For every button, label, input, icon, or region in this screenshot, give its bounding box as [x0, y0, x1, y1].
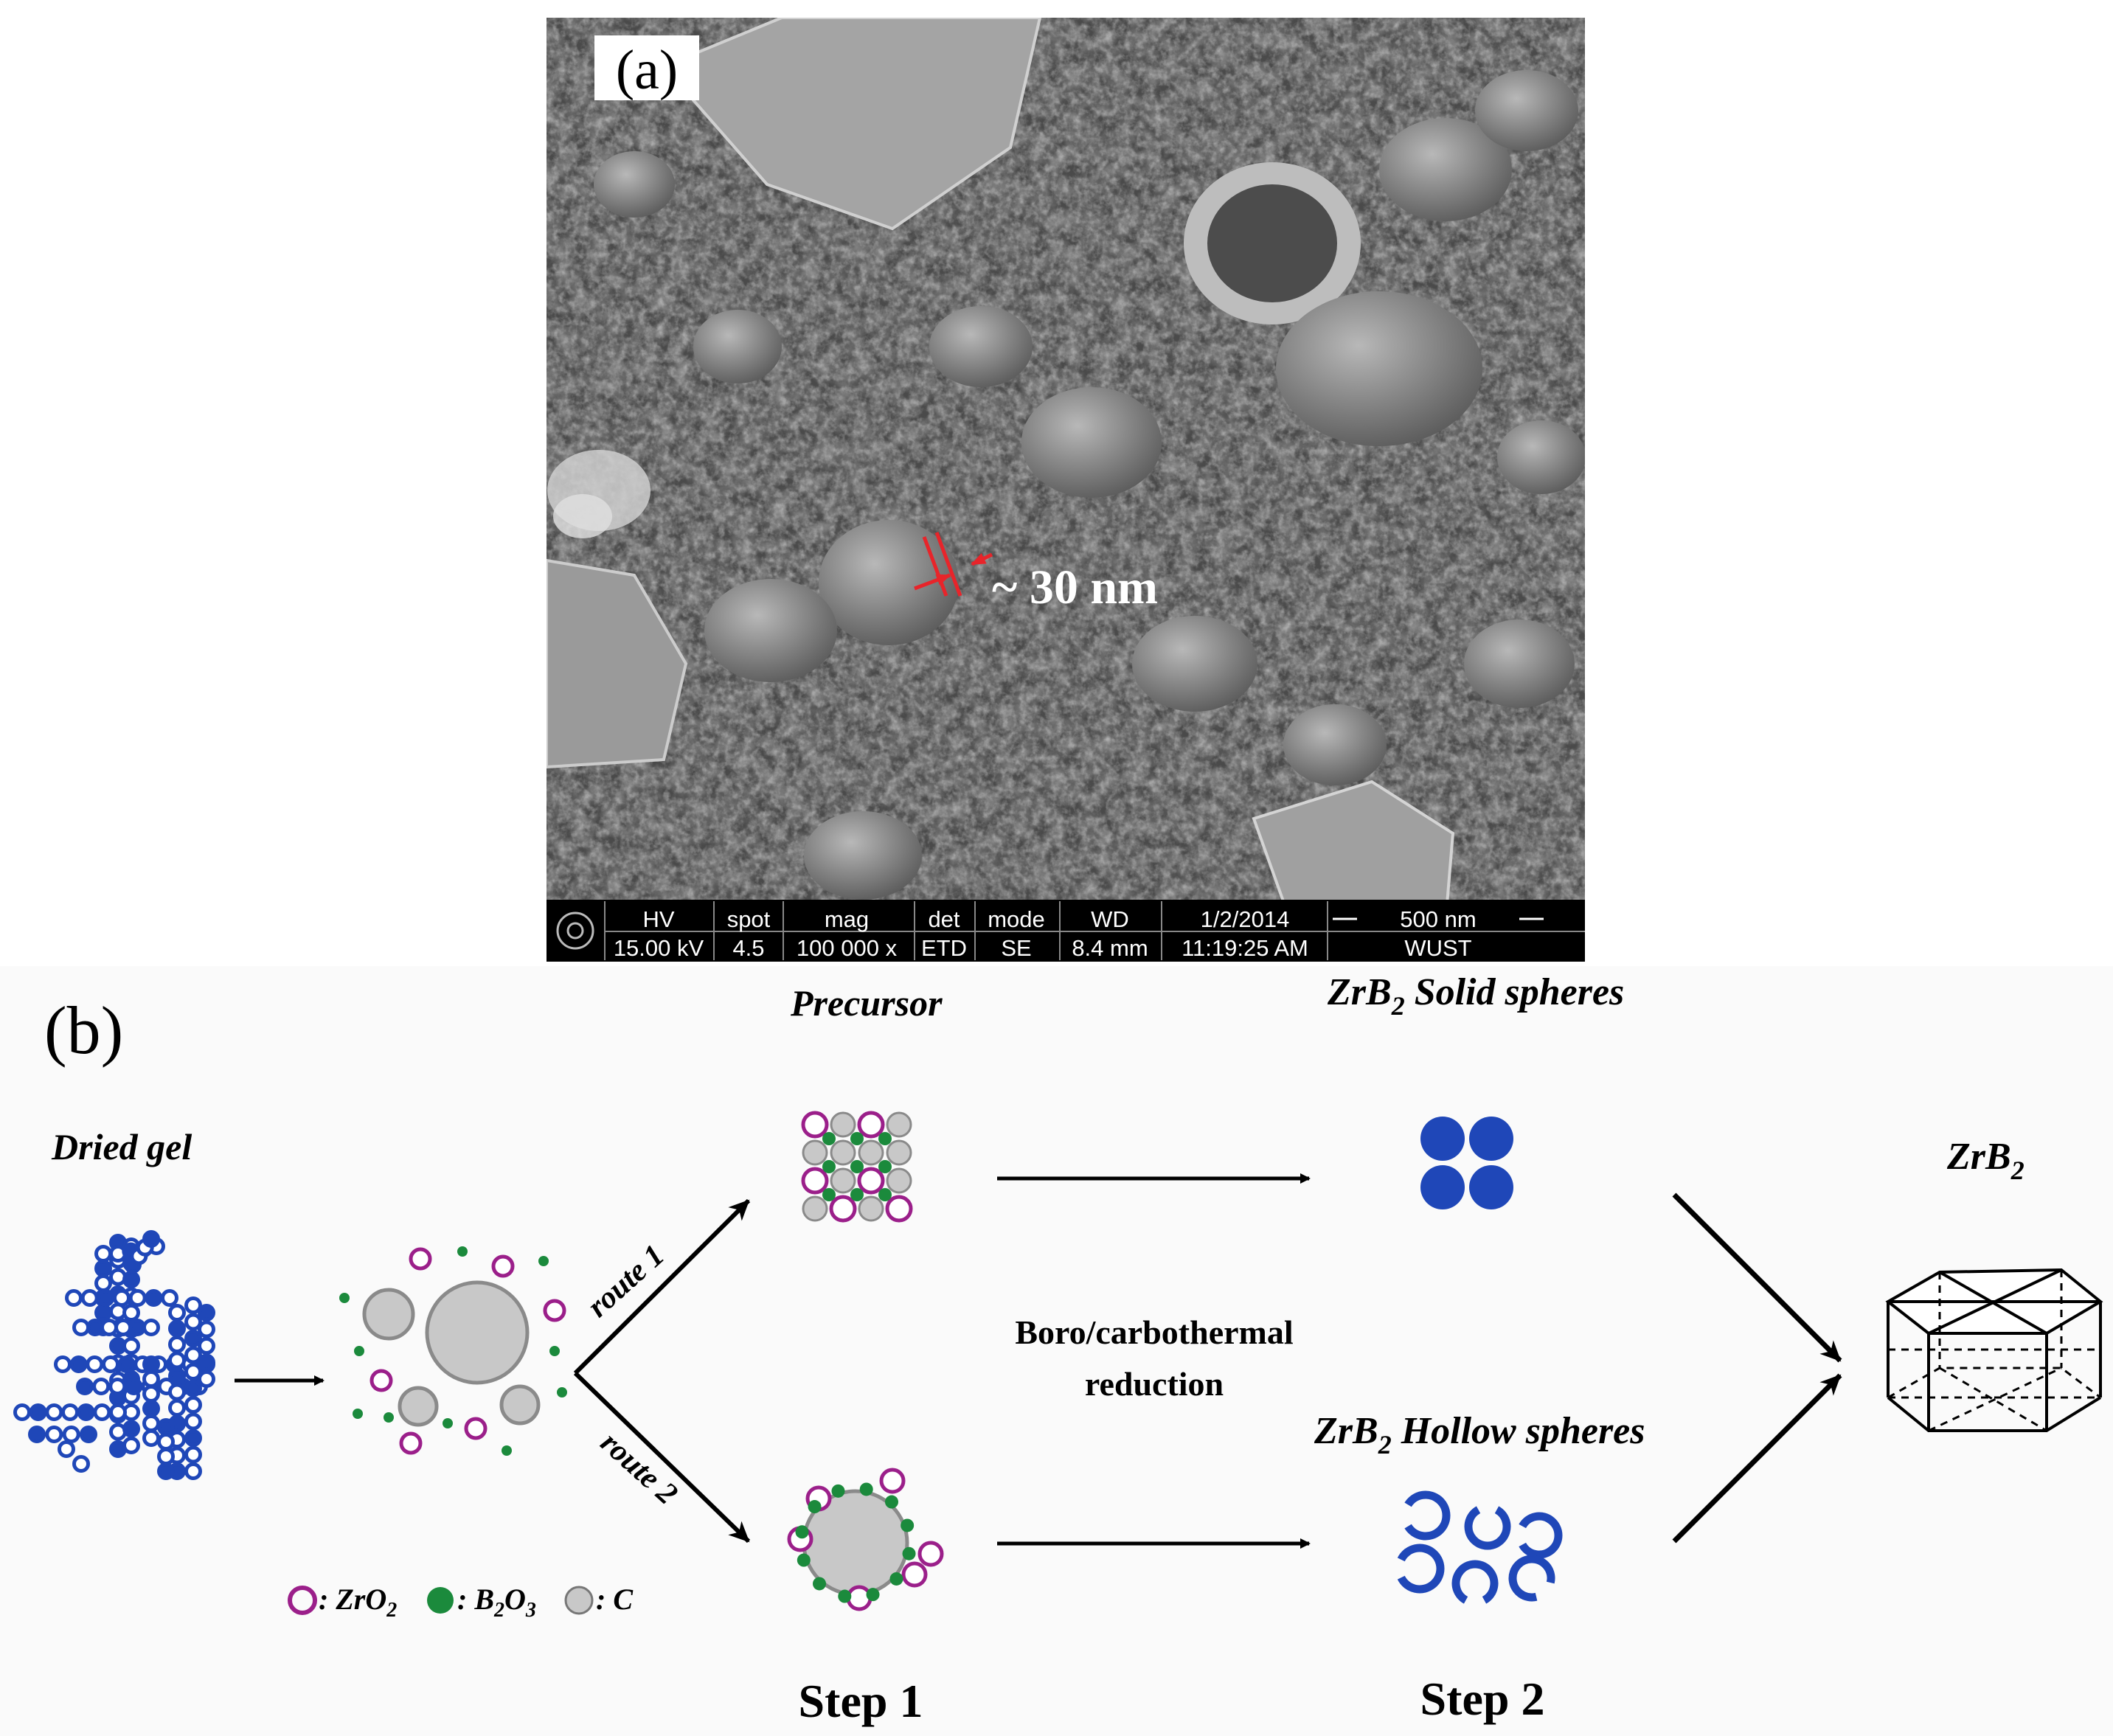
info-header: HV	[642, 906, 674, 932]
info-value: 4.5	[732, 935, 764, 961]
reaction-label-1: Boro/carbothermal	[1015, 1313, 1293, 1351]
info-value: 11:19:25 AM	[1182, 935, 1308, 961]
route2-arrow	[573, 1371, 751, 1544]
info-value: 15.00 kV	[614, 935, 704, 961]
legend-b2o3-icon	[427, 1587, 454, 1614]
svg-text:: C: : C	[596, 1583, 634, 1616]
coated-carbon-sphere	[787, 1468, 944, 1611]
legend-zro2-icon	[288, 1586, 317, 1615]
product-label: ZrB2	[1946, 1136, 2024, 1185]
legend-c-icon	[564, 1586, 594, 1615]
hollow-spheres	[1397, 1490, 1563, 1604]
info-value: 8.4 mm	[1072, 935, 1148, 961]
legend: : ZrO2 : B2O3 : C	[288, 1583, 634, 1622]
thickness-arrow-left	[914, 573, 951, 591]
dried-gel-label: Dried gel	[51, 1126, 192, 1167]
step1-label: Step 1	[799, 1675, 923, 1727]
info-header: mode	[988, 906, 1045, 932]
info-header: det	[928, 906, 960, 932]
crystal-top	[661, 18, 1042, 231]
route1-arrow	[573, 1198, 751, 1375]
panel-a-label: (a)	[616, 39, 678, 101]
step2-label: Step 2	[1420, 1673, 1545, 1725]
info-header: 1/2/2014	[1201, 906, 1290, 932]
svg-text:: ZrO2: : ZrO2	[319, 1583, 397, 1622]
info-value: SE	[1001, 935, 1031, 961]
thickness-line-b	[934, 532, 962, 597]
info-value: 100 000 x	[797, 935, 898, 961]
thickness-arrow-right	[971, 552, 993, 566]
scale-bar-label: 500 nm	[1400, 906, 1476, 932]
info-header: mag	[825, 906, 869, 932]
merge-arrow-bottom	[1672, 1373, 1842, 1544]
solid-spheres-label: ZrB2 Solid spheres	[1327, 971, 1624, 1021]
thickness-annotation: ~ 30 nm	[992, 560, 1158, 614]
precursor-grid	[801, 1111, 913, 1223]
info-header: spot	[727, 906, 771, 932]
solid-spheres	[1420, 1117, 1513, 1209]
institution-label: WUST	[1404, 935, 1471, 961]
schematic: (b) Dried gel Precursor ZrB2 Solid spher…	[0, 966, 2113, 1736]
dried-gel-network	[13, 1230, 215, 1480]
info-header: WD	[1091, 906, 1129, 932]
sem-image: ~ 30 nm	[547, 18, 1585, 962]
panel-b-label: (b)	[44, 993, 123, 1068]
mixture-cluster	[339, 1246, 567, 1456]
crystal-left	[547, 558, 688, 769]
thickness-line-a	[922, 536, 948, 597]
precursor-label: Precursor	[790, 982, 943, 1024]
hollow-spheres-label: ZrB2 Hollow spheres	[1314, 1410, 1645, 1459]
svg-text:: B2O3: : B2O3	[457, 1583, 536, 1622]
zrb2-crystal	[1885, 1268, 2103, 1432]
merge-arrow-top	[1672, 1192, 1842, 1363]
reaction-label-2: reduction	[1085, 1365, 1224, 1403]
info-value: ETD	[921, 935, 967, 961]
